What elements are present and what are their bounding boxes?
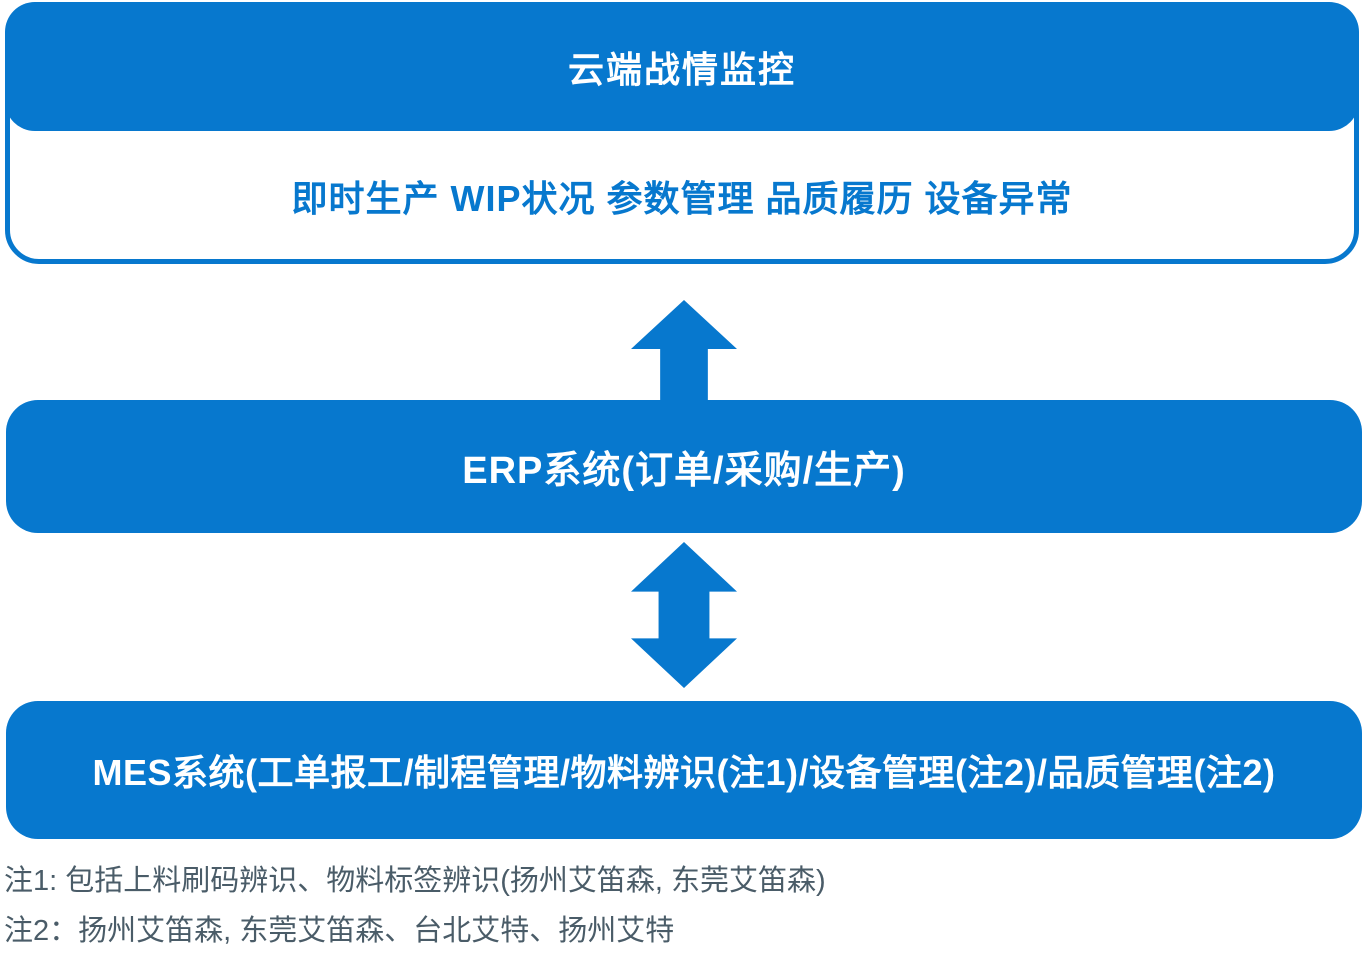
cloud-monitor-features: 即时生产 WIP状况 参数管理 品质履历 设备异常 [5,131,1359,261]
cloud-monitor-header: 云端战情监控 [5,2,1359,131]
cloud-monitor-features-text: 即时生产 WIP状况 参数管理 品质履历 设备异常 [291,178,1073,219]
cloud-monitor-title: 云端战情监控 [567,48,796,90]
footnote-1: 注1: 包括上料刷码辨识、物料标签辨识(扬州艾笛森, 东莞艾笛森) [4,865,826,897]
mes-box: MES系统(工单报工/制程管理/物料辨识(注1)/设备管理(注2)/品质管理(注… [6,701,1362,839]
erp-box-label: ERP系统(订单/采购/生产) [462,450,906,492]
arrow-up-icon [631,300,737,401]
footnotes: 注1: 包括上料刷码辨识、物料标签辨识(扬州艾笛森, 东莞艾笛森) 注2：扬州艾… [4,856,826,956]
footnote-2: 注2：扬州艾笛森, 东莞艾笛森、台北艾特、扬州艾特 [4,915,675,947]
mes-box-label: MES系统(工单报工/制程管理/物料辨识(注1)/设备管理(注2)/品质管理(注… [92,752,1276,793]
erp-box: ERP系统(订单/采购/生产) [6,400,1362,533]
arrow-up-down-icon [631,542,737,688]
